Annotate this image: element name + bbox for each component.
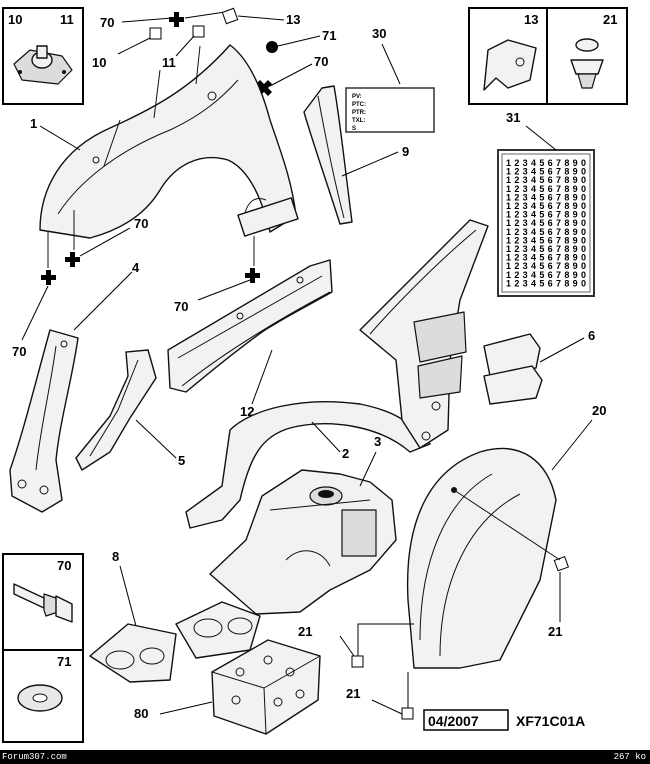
label-line: PV: xyxy=(352,94,362,100)
reference-code: XF71C01A xyxy=(516,713,585,729)
square-clip-icon xyxy=(149,27,162,40)
inset-13-21: 13 21 xyxy=(468,7,628,105)
callout-11: 11 xyxy=(60,12,74,27)
label-line: PTR: xyxy=(352,110,366,116)
footer-file-size: 267 ko xyxy=(613,752,646,762)
callout-71-top: 71 xyxy=(322,28,336,43)
label-line: S xyxy=(352,126,356,132)
square-clip-icon xyxy=(553,556,570,572)
callout-3: 3 xyxy=(374,434,381,449)
top-fastener-callouts: 70 13 10 11 71 70 xyxy=(92,7,336,96)
round-nut-icon xyxy=(266,41,278,53)
part-31-number-label: 1234567890123456789012345678901234567890… xyxy=(497,149,595,297)
callout-13-top: 13 xyxy=(286,12,300,27)
square-clip-icon xyxy=(192,25,205,38)
square-clip-icon xyxy=(221,7,239,25)
callout-13: 13 xyxy=(524,12,538,27)
plus-screw-icon xyxy=(41,270,56,285)
label-line: PTC: xyxy=(352,102,366,108)
callout-30: 30 xyxy=(372,26,386,41)
callout-71-box: 71 xyxy=(57,654,71,669)
square-clip-icon xyxy=(351,655,364,668)
clip-plate-icon xyxy=(483,39,537,91)
part-2-inner-arch xyxy=(185,219,489,529)
footer-bar xyxy=(0,750,650,764)
callout-11-top: 11 xyxy=(162,55,176,70)
callout-6: 6 xyxy=(588,328,595,343)
callout-70-x: 70 xyxy=(314,54,328,69)
plus-screw-icon xyxy=(245,268,260,283)
callout-1: 1 xyxy=(30,116,37,131)
inset-70-71: 70 71 xyxy=(2,553,84,743)
part-30-code-label: PV: PTC: PTR: TXL: S xyxy=(345,87,435,133)
callout-70-left: 70 xyxy=(12,344,26,359)
inset-10-11: 10 11 xyxy=(2,7,84,105)
callout-70-mid: 70 xyxy=(134,216,148,231)
plus-screw-icon xyxy=(65,252,80,267)
washer-icon xyxy=(17,684,63,712)
callout-80: 80 xyxy=(134,706,148,721)
part-1-rear-wing-panel xyxy=(39,44,299,239)
revision-info: 04/2007 XF71C01A xyxy=(423,709,585,731)
callout-21-right: 21 xyxy=(548,624,562,639)
callout-21-mid: 21 xyxy=(298,624,312,639)
part-4-rear-pillar xyxy=(9,329,79,513)
flange-bolt-icon xyxy=(13,583,73,623)
callout-31: 31 xyxy=(506,110,520,125)
callout-10-top: 10 xyxy=(92,55,106,70)
part-80-hardware-kit xyxy=(211,639,321,735)
callout-70-lower: 70 xyxy=(174,299,188,314)
square-clip-icon xyxy=(401,707,414,720)
part-3-wheelhouse-floor xyxy=(209,469,397,615)
callout-4: 4 xyxy=(132,260,140,275)
label-line: TXL: xyxy=(352,118,365,124)
callout-20: 20 xyxy=(592,403,606,418)
callout-10: 10 xyxy=(8,12,22,27)
plus-screw-icon xyxy=(169,12,184,27)
part-20-arch-liner xyxy=(406,447,557,669)
date-code: 04/2007 xyxy=(428,713,479,729)
callout-8: 8 xyxy=(112,549,119,564)
callout-21-bottom: 21 xyxy=(346,686,360,701)
mount-bracket-icon xyxy=(13,45,73,85)
callout-9: 9 xyxy=(402,144,409,159)
push-rivet-icon xyxy=(570,38,604,89)
callout-70-box: 70 xyxy=(57,558,71,573)
footer-site: Forum307.com xyxy=(2,752,67,762)
callout-2: 2 xyxy=(342,446,349,461)
part-5-reinforcement xyxy=(75,349,157,471)
part-6-brackets xyxy=(483,333,543,405)
part-12-inner-rail xyxy=(167,259,333,393)
callout-21: 21 xyxy=(603,12,617,27)
callout-5: 5 xyxy=(178,453,185,468)
part-9-trim-strip xyxy=(303,85,353,225)
callout-70-top: 70 xyxy=(100,15,114,30)
part-8-gaskets xyxy=(89,601,261,683)
